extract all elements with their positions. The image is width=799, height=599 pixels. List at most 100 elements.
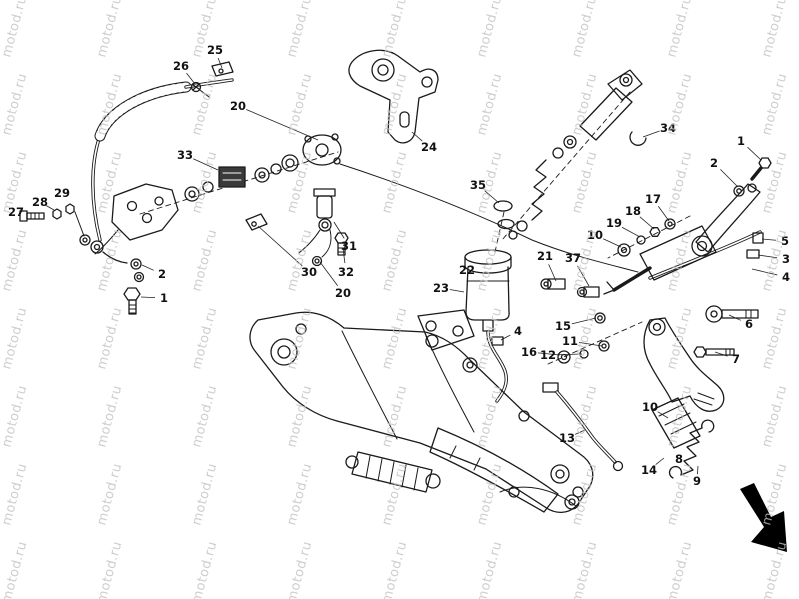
watermark-text: motod.ru bbox=[759, 150, 790, 215]
watermark-text: motod.ru bbox=[569, 150, 600, 215]
callout-label: 9 bbox=[693, 474, 701, 488]
watermark-text: motod.ru bbox=[0, 384, 30, 449]
callout-label: 24 bbox=[421, 140, 437, 154]
watermark-text: motod.ru bbox=[569, 540, 600, 599]
callout-label: 1 bbox=[737, 134, 745, 148]
brake-pedal bbox=[643, 317, 725, 412]
watermark-text: motod.ru bbox=[94, 462, 125, 527]
callout-leader bbox=[257, 225, 303, 267]
footpeg bbox=[345, 451, 441, 493]
watermark-text: motod.ru bbox=[189, 228, 220, 293]
watermark-text: motod.ru bbox=[664, 150, 695, 215]
watermark-text: motod.ru bbox=[379, 540, 410, 599]
callout-label: 3 bbox=[782, 252, 790, 266]
callout-leader bbox=[747, 146, 762, 161]
watermark-text: motod.ru bbox=[189, 306, 220, 371]
brake-lever-linkage bbox=[607, 157, 772, 259]
callout-leader bbox=[577, 265, 590, 287]
footrest-hanger bbox=[249, 309, 594, 513]
callout-label: 7 bbox=[732, 352, 740, 366]
watermark-text: motod.ru bbox=[569, 72, 600, 137]
callout-leader bbox=[720, 169, 738, 187]
callout-leader bbox=[193, 158, 219, 171]
callout-label: 34 bbox=[660, 121, 676, 135]
callout-leader bbox=[548, 264, 557, 282]
watermark-text: motod.ru bbox=[759, 462, 790, 527]
watermark-text: motod.ru bbox=[0, 228, 30, 293]
callout-label: 12 bbox=[540, 348, 556, 362]
callout-leader bbox=[411, 131, 423, 142]
rear-master-cylinder-exploded bbox=[501, 69, 647, 241]
watermark-text: motod.ru bbox=[379, 462, 410, 527]
callout-label: 1 bbox=[160, 291, 168, 305]
watermark-text: motod.ru bbox=[474, 462, 505, 527]
callout-label: 18 bbox=[625, 204, 641, 218]
heel-guard bbox=[429, 427, 559, 513]
watermark-text: motod.ru bbox=[94, 384, 125, 449]
watermark-text: motod.ru bbox=[379, 150, 410, 215]
callout-label: 30 bbox=[301, 265, 317, 279]
callout-label: 31 bbox=[341, 239, 357, 253]
callout-leader bbox=[603, 238, 622, 248]
callout-label: 4 bbox=[514, 324, 522, 338]
callout-label: 8 bbox=[675, 452, 683, 466]
callout-leader bbox=[761, 238, 777, 241]
callout-label: 5 bbox=[781, 234, 789, 248]
callout-leader bbox=[728, 314, 741, 321]
watermark-text: motod.ru bbox=[284, 0, 315, 59]
retaining-clip bbox=[245, 213, 268, 231]
watermark-text: motod.ru bbox=[474, 540, 505, 599]
coiled-brake-hose bbox=[79, 78, 234, 254]
switch-cable bbox=[542, 382, 624, 472]
watermark-text: motod.ru bbox=[0, 150, 30, 215]
callout-label: 23 bbox=[433, 281, 449, 295]
callout-label: 37 bbox=[565, 251, 581, 265]
callout-label: 11 bbox=[562, 334, 578, 348]
watermark-text: motod.ru bbox=[189, 384, 220, 449]
callout-label: 16 bbox=[521, 345, 537, 359]
callout-leader bbox=[751, 268, 778, 276]
mounting-bracket bbox=[348, 49, 439, 144]
callout-label: 21 bbox=[537, 249, 553, 263]
watermark-text: motod.ru bbox=[284, 462, 315, 527]
callout-label: 26 bbox=[173, 59, 189, 73]
watermark-text: motod.ru bbox=[94, 150, 125, 215]
watermark-text: motod.ru bbox=[94, 0, 125, 59]
callout-leader bbox=[333, 221, 345, 239]
clevis-pin-and-bolt bbox=[693, 305, 759, 358]
callout-leader bbox=[757, 254, 778, 259]
callout-leader bbox=[621, 226, 641, 238]
callout-label: 13 bbox=[559, 431, 575, 445]
fluid-reservoir bbox=[464, 200, 515, 403]
callout-label: 4 bbox=[782, 270, 790, 284]
callout-label: 6 bbox=[745, 317, 753, 331]
callout-leader bbox=[319, 261, 338, 287]
lower-support-bracket bbox=[499, 486, 580, 510]
watermark-text: motod.ru bbox=[474, 72, 505, 137]
callout-leader bbox=[714, 351, 728, 357]
callout-leader bbox=[46, 205, 55, 211]
callout-label: 22 bbox=[459, 263, 475, 277]
banjo-bolt-left bbox=[102, 251, 145, 315]
callout-label: 27 bbox=[8, 205, 24, 219]
watermark-text: motod.ru bbox=[284, 306, 315, 371]
watermark-text: motod.ru bbox=[474, 0, 505, 59]
callout-label: 29 bbox=[54, 186, 70, 200]
watermark-text: motod.ru bbox=[569, 0, 600, 59]
callout-leader bbox=[657, 411, 669, 419]
watermark-text: motod.ru bbox=[0, 72, 30, 137]
watermark-text: motod.ru bbox=[94, 306, 125, 371]
callout-leader bbox=[500, 334, 511, 341]
hose-clip-and-screw bbox=[190, 61, 234, 98]
watermark-text: motod.ru bbox=[0, 0, 30, 59]
callout-label: 2 bbox=[158, 267, 166, 281]
callout-label: 15 bbox=[555, 319, 571, 333]
callout-leader bbox=[642, 130, 660, 138]
watermark-text: motod.ru bbox=[759, 0, 790, 59]
watermark-text: motod.ru bbox=[664, 0, 695, 59]
callout-leader bbox=[556, 353, 583, 356]
callout-leader bbox=[578, 341, 603, 347]
